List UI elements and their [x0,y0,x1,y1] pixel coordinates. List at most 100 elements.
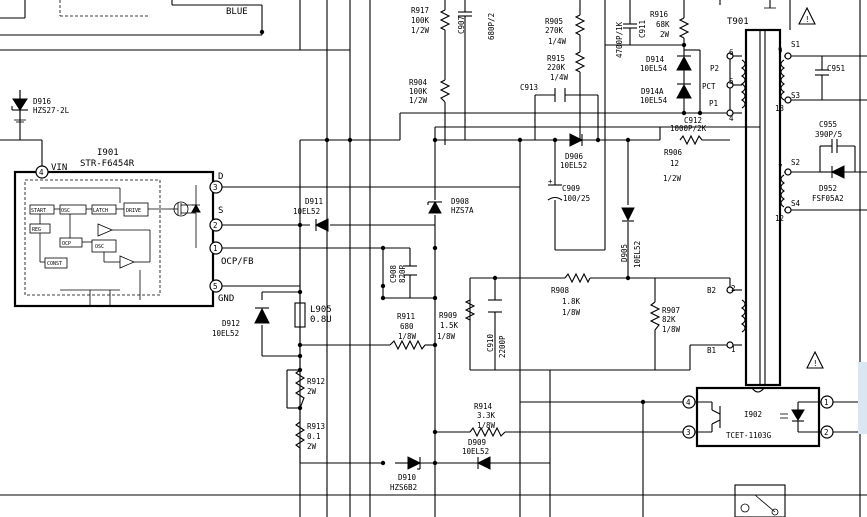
t901-pin1: 1 [731,345,736,354]
r909-value: 1.5K [440,321,459,330]
t901-pin5: 5 [729,77,734,86]
i901-s-label: S [218,206,223,216]
r911-ref: R911 [397,312,415,321]
c907-capacitor: C907 680P/2 [457,0,496,140]
c913-ref: C913 [520,83,538,92]
d916-part: HZS27-2L [33,106,70,115]
t901-b1: B1 [707,346,716,355]
d905-part: 10EL52 [633,241,642,268]
t901-s1: S1 [791,40,800,49]
t901-p1: P1 [709,99,718,108]
i902-pin1: 1 [824,398,829,407]
d909-part: 10EL52 [462,447,489,456]
c912-value: 1000P/2K [670,124,707,133]
d914-part: 10EL54 [640,64,668,73]
r904-resistor: R904 100K 1/2W [409,78,451,105]
t901-pin6: 6 [729,48,734,57]
blue-label: BLUE [226,7,248,17]
t901-s4: S4 [791,199,801,208]
svg-text:START: START [31,208,46,214]
r917-ref: R917 [411,6,429,15]
t901-p2: P2 [710,64,719,73]
l905-inductor: L905 0.8U [294,225,332,370]
t901-pin13: 13 [775,104,784,113]
t901-s3: S3 [791,91,800,100]
d908-ref: D908 [451,197,470,206]
i902-pin4: 4 [686,398,691,407]
svg-text:CONST: CONST [47,261,62,267]
svg-text:+: + [548,177,553,186]
r914-ref: R914 [474,402,493,411]
r905-ref: R905 [545,17,563,26]
r907-rating: 1/8W [662,325,681,334]
i901-pin1-num: 1 [213,244,218,253]
d912-ref: D912 [222,319,240,328]
transformer-t901: T901 6 5 4 P2 PCT P1 2 1 B2 B1 [702,0,867,517]
c911-capacitor: 4700P/1K C911 [605,0,684,58]
r916-value: 68K [656,20,670,29]
i901-ref: I901 [97,148,119,158]
d911-ref: D911 [305,197,323,206]
d909-ref: D909 [468,438,486,447]
d908-part: HZS7A [451,206,474,215]
c907-value: 680P/2 [487,13,496,40]
r917-value: 100K [411,16,430,25]
r904-ref: R904 [409,78,428,87]
r913-resistor: R913 0.1 2W [294,408,325,463]
d905-ref: D905 [620,244,629,262]
c912-capacitor: C912 1000P/2K [670,116,707,133]
c910-ref: C910 [486,333,495,352]
d952-ref: D952 [819,184,837,193]
r914-resistor: R914 3.3K 1/8W [469,402,506,438]
svg-text:OSC: OSC [61,208,70,214]
r912-ref: R912 [307,377,325,386]
side-scroll-tab[interactable] [858,362,867,434]
svg-text:OSC: OSC [95,244,104,250]
l905-ref: L905 [310,305,332,315]
t901-b2: B2 [707,286,716,295]
i902-ref: I902 [744,410,762,419]
i901-ocp-label: OCP/FB [221,257,254,267]
i901-pin3-num: 3 [213,183,218,192]
t901-s2: S2 [791,158,800,167]
svg-text:OCP: OCP [62,241,71,247]
r908-rating: 1/8W [562,308,581,317]
d914-ref: D914 [646,55,665,64]
c910-value: 2200P [498,335,507,358]
c912-ref: C912 [684,116,702,125]
r904-value: 100K [409,87,428,96]
r916-resistor: R916 68K 2W [650,0,690,50]
svg-text:DRIVE: DRIVE [126,208,141,214]
r916-rating: 2W [660,30,670,39]
r907-value: 82K [662,315,676,324]
r915-rating: 1/4W [550,73,569,82]
d910-part: HZS6B2 [390,483,417,492]
d906-ref: D906 [565,152,584,161]
warning-mark-bottom: ! [813,359,818,368]
r908-resistor: R908 1.8K 1/8W [551,272,591,317]
r911-value: 680 [400,322,414,331]
warning-mark-top: ! [805,15,810,24]
d912-diode: D912 10EL52 [212,307,270,338]
d906-diode: D906 10EL52 [560,133,587,170]
t901-pin7: 7 [778,163,783,172]
i901-vin-label: VIN [51,163,67,173]
d912-part: 10EL52 [212,329,239,338]
r915-resistor: R915 220K 1/4W [547,51,586,140]
c911-ref: C911 [638,20,647,38]
r912-value: 2W [307,387,317,396]
c910-capacitor: C910 2200P [486,299,507,358]
t901-pin12: 12 [775,214,784,223]
r909-resistor: R909 1.5K 1/8W [437,299,476,341]
bottom-right-partial-part [734,484,786,517]
warning-symbol-top: ! [798,6,816,25]
i902-pin2: 2 [824,428,829,437]
r917-rating: 1/2W [411,26,430,35]
r914-rating: 1/8W [477,421,496,430]
c955-value: 390P/5 [815,130,842,139]
r913-value: 0.1 [307,432,321,441]
d911-diode: D911 10EL52 [293,197,329,232]
r915-value: 220K [547,63,566,72]
